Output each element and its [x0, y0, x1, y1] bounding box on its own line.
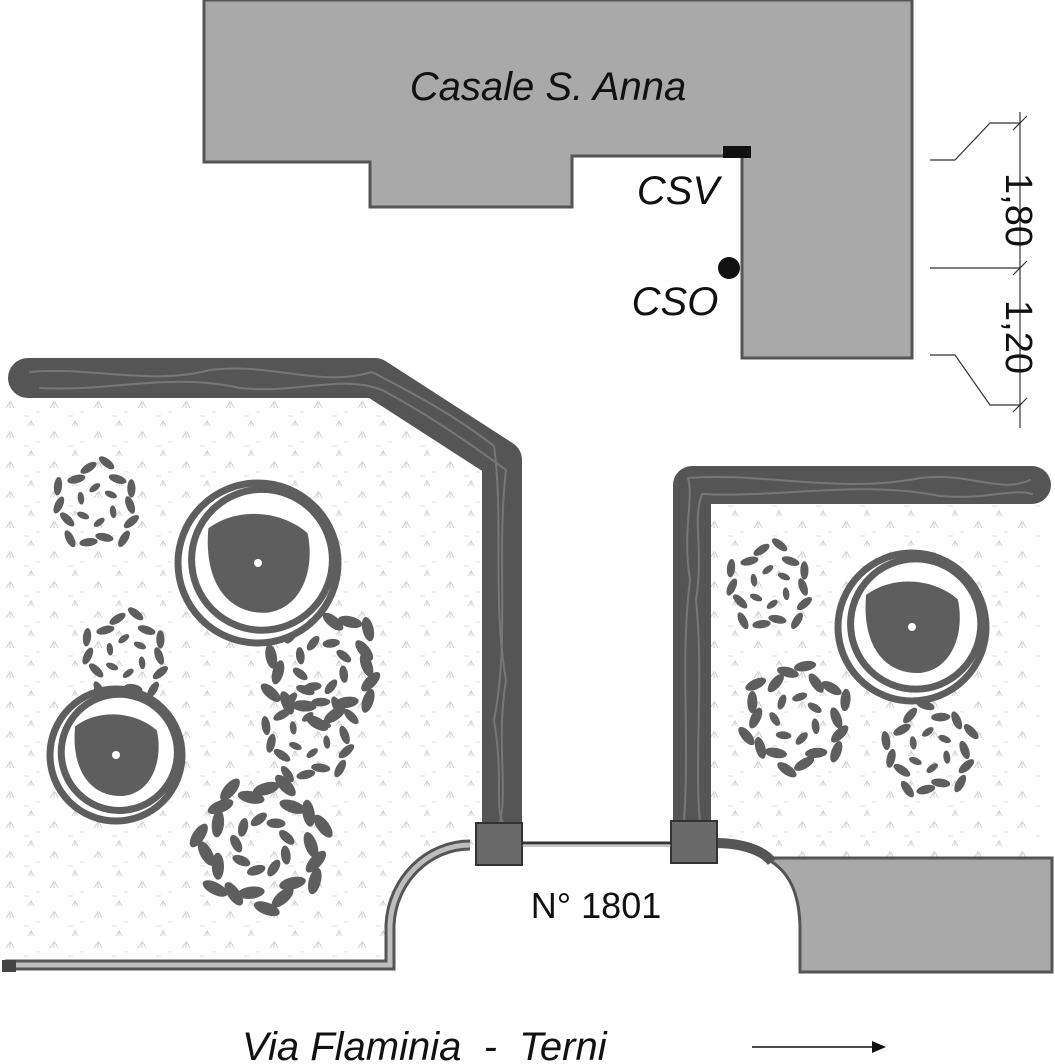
dimension-upper: 1,80: [997, 173, 1039, 247]
dimension-lower: 1,20: [997, 300, 1039, 374]
right-hedge: [673, 466, 1051, 844]
csv-marker: [723, 146, 751, 158]
left-curb-end: [2, 960, 16, 972]
right-wall: [764, 856, 1054, 974]
shrub-icon: [881, 699, 979, 798]
gate-post-right: [670, 820, 718, 864]
plants: [46, 456, 990, 917]
shrub-icon: [738, 660, 851, 778]
shrub-icon: [261, 684, 359, 783]
tree-icon: [46, 685, 186, 825]
csv-label: CSV: [637, 169, 723, 213]
dimension-lines: [930, 112, 1028, 428]
shrub-icon: [189, 774, 333, 917]
cso-label: CSO: [632, 280, 719, 324]
street-name: Via Flaminia - Terni: [242, 1025, 608, 1064]
building-name: Casale S. Anna: [410, 65, 686, 109]
casale-building: [202, 0, 914, 360]
left-garden: [5, 395, 500, 970]
cso-marker: [718, 257, 740, 279]
right-curb: [714, 838, 777, 866]
left-hedge-texture-2: [39, 380, 507, 825]
right-hedge-texture-2: [695, 488, 1033, 823]
gate-number: N° 1801: [531, 885, 661, 926]
tree-icon: [174, 479, 342, 647]
shrub-icon: [53, 456, 139, 548]
gate-post-left: [475, 822, 523, 866]
arrow-right-icon: [752, 1041, 886, 1053]
tree-icon: [834, 549, 990, 705]
left-curb-inner: [5, 842, 471, 968]
left-hedge-texture: [29, 367, 507, 823]
right-hedge-texture: [683, 475, 1031, 821]
shrub-icon: [726, 538, 812, 630]
